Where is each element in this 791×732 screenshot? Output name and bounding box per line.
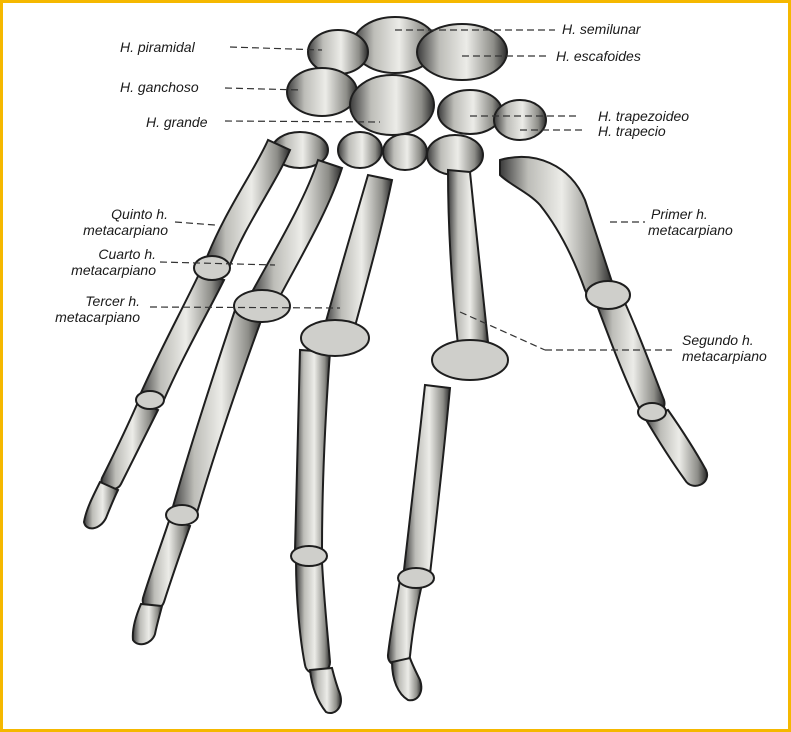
trapezoideo-bone xyxy=(438,90,502,134)
label-piramidal: H. piramidal xyxy=(120,39,195,55)
label-semilunar: H. semilunar xyxy=(562,21,641,37)
label-trapezoideo: H. trapezoideo xyxy=(598,108,689,124)
label-cuarto-line2: metacarpiano xyxy=(28,262,156,278)
escafoides-bone xyxy=(417,24,507,80)
label-grande: H. grande xyxy=(146,114,207,130)
label-tercer-line2: metacarpiano xyxy=(10,309,140,325)
ganchoso-bone xyxy=(287,68,357,116)
label-cuarto-line1: Cuarto h. xyxy=(40,246,156,262)
label-tercer-line1: Tercer h. xyxy=(20,293,140,309)
label-primer-line1: Primer h. xyxy=(651,206,708,222)
trapecio-bone xyxy=(494,100,546,140)
second-finger xyxy=(388,170,488,700)
label-segundo-line1: Segundo h. xyxy=(682,332,754,348)
label-ganchoso: H. ganchoso xyxy=(120,79,199,95)
label-quinto-line1: Quinto h. xyxy=(60,206,168,222)
label-segundo-line2: metacarpiano xyxy=(682,348,767,364)
grande-bone xyxy=(350,75,434,135)
carpal-bones xyxy=(272,17,546,175)
label-escafoides: H. escafoides xyxy=(556,48,641,64)
finger-bones xyxy=(84,140,707,713)
label-trapecio: H. trapecio xyxy=(598,123,666,139)
label-primer-line2: metacarpiano xyxy=(648,222,733,238)
third-finger xyxy=(295,175,392,713)
label-quinto-line2: metacarpiano xyxy=(40,222,168,238)
